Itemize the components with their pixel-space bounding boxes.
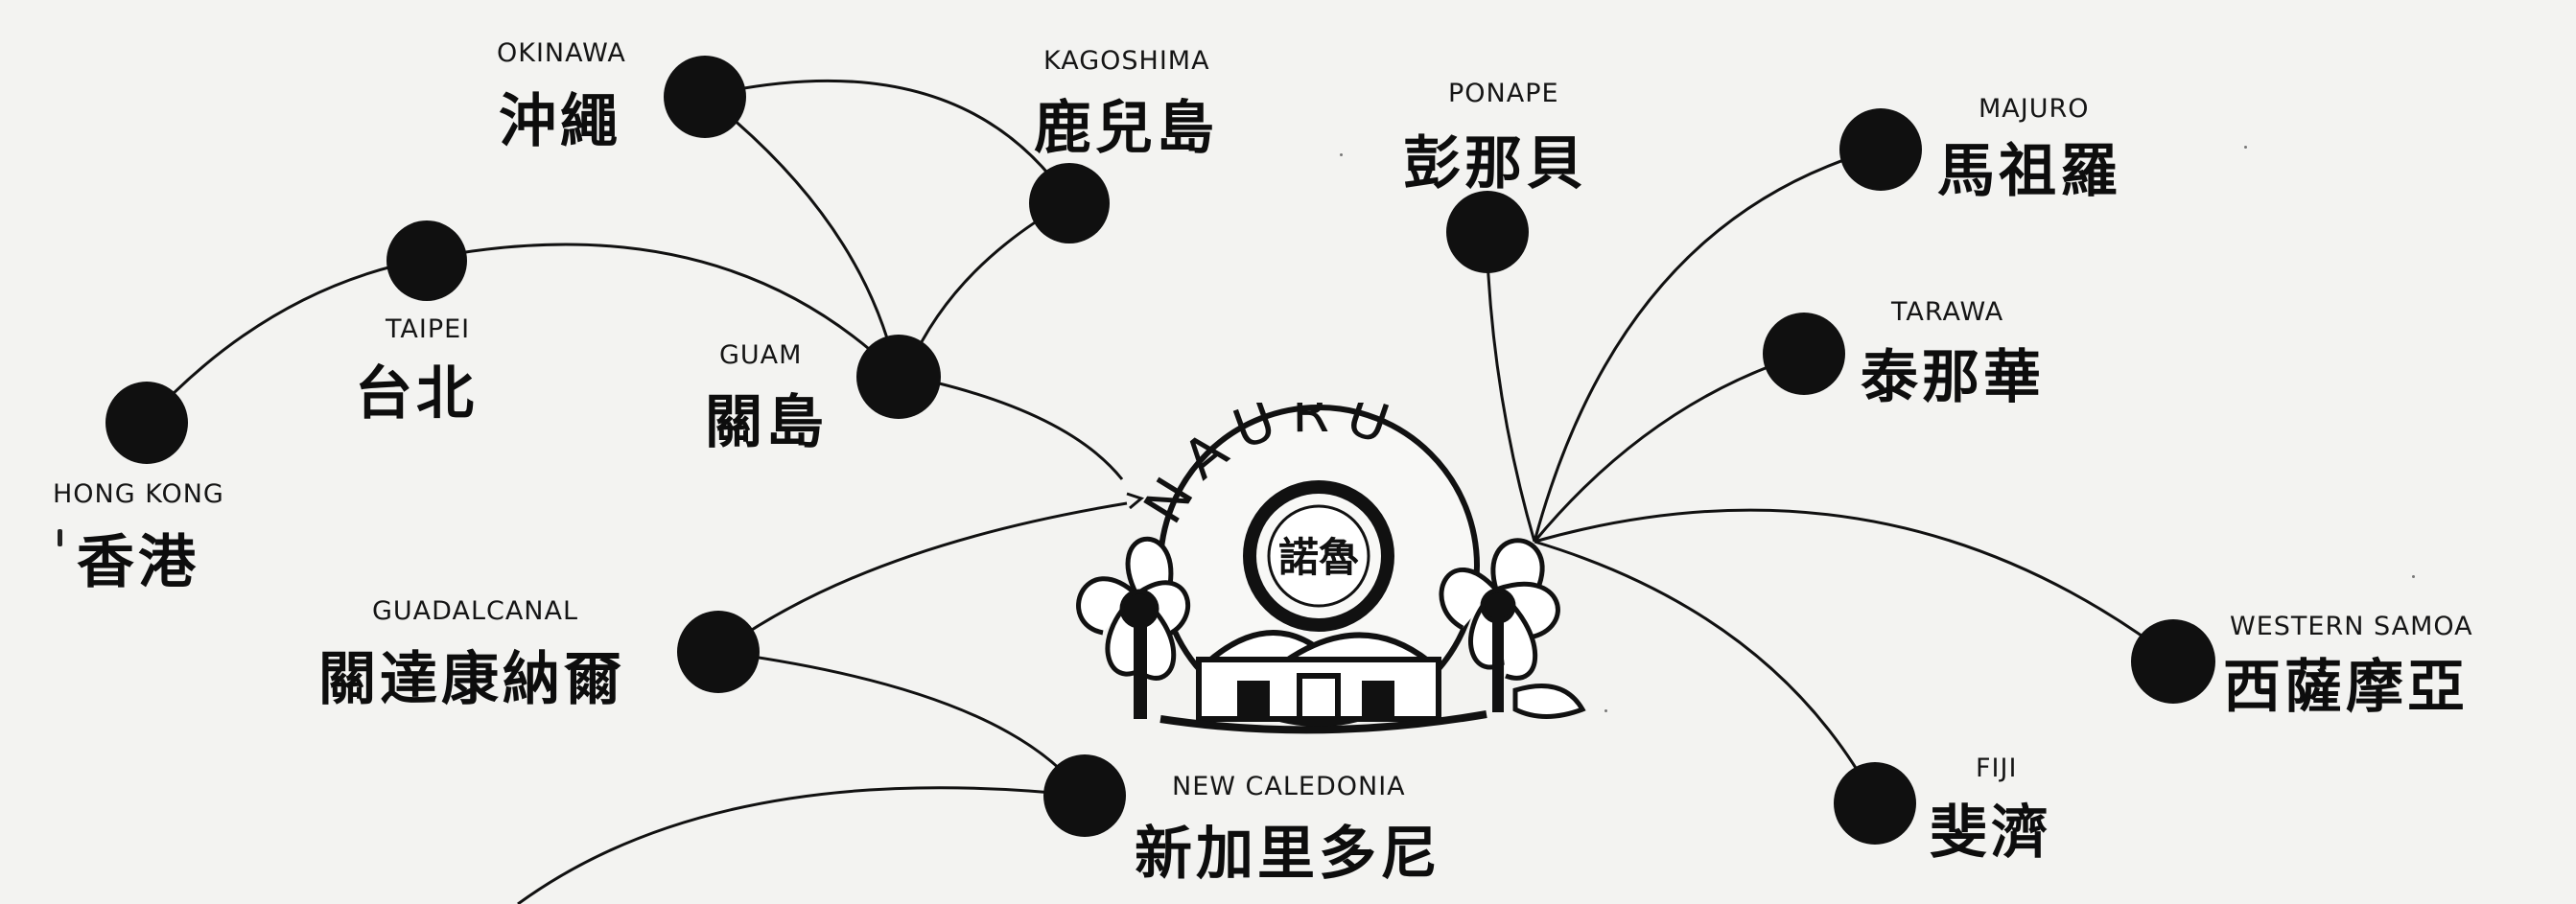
label-zh-okinawa: 沖繩: [499, 88, 621, 155]
hub-name-zh: 諾魯: [1278, 534, 1359, 581]
label-en-western-samoa: WESTERN SAMOA: [2230, 612, 2473, 641]
label-zh-fiji: 斐濟: [1930, 800, 2052, 867]
label-en-taipei: TAIPEI: [386, 314, 471, 344]
label-zh-new-caledonia: 新加里多尼: [1135, 821, 1441, 888]
hut-roof-right: [1283, 632, 1431, 664]
dot-hong-kong[interactable]: [105, 382, 188, 464]
label-en-majuro: MAJURO: [1979, 94, 2090, 124]
label-en-tarawa: TARAWA: [1891, 297, 2004, 327]
dot-okinawa[interactable]: [664, 56, 746, 138]
label-zh-hong-kong: 香港: [77, 529, 199, 596]
dot-guam[interactable]: [856, 335, 941, 419]
scan-speck: [58, 529, 62, 546]
scan-speck: [2244, 146, 2247, 149]
label-zh-majuro: 馬祖羅: [1937, 138, 2121, 205]
route-newcaledonia-south: [517, 786, 1085, 904]
label-zh-ponape: 彭那貝: [1403, 130, 1587, 197]
route-nauru-tarawa: [1533, 353, 1804, 543]
route-nauru-samoa: [1534, 508, 2178, 663]
label-en-new-caledonia: NEW CALEDONIA: [1172, 772, 1406, 801]
dot-taipei[interactable]: [386, 220, 467, 301]
label-zh-guam: 關島: [705, 389, 828, 456]
palm-right: [1439, 538, 1586, 719]
label-en-hong-kong: HONG KONG: [53, 479, 224, 509]
hut-body: [1196, 657, 1441, 722]
label-en-kagoshima: KAGOSHIMA: [1043, 46, 1210, 76]
label-zh-western-samoa: 西薩摩亞: [2223, 654, 2469, 721]
route-hongkong-taipei: [144, 257, 428, 424]
label-zh-kagoshima: 鹿兒島: [1034, 95, 1218, 162]
label-en-ponape: PONAPE: [1448, 79, 1559, 108]
label-zh-guadalcanal: 關達康納爾: [318, 646, 625, 713]
route-nauru-ponape: [1485, 234, 1536, 543]
route-guadalcanal-nauru: [718, 501, 1128, 654]
palm-left: [1076, 536, 1190, 719]
label-zh-tarawa: 泰那華: [1861, 344, 2045, 411]
scan-speck: [1340, 153, 1343, 156]
label-en-okinawa: OKINAWA: [497, 38, 626, 68]
label-zh-taipei: 台北: [355, 360, 478, 428]
label-en-fiji: FIJI: [1976, 753, 2018, 783]
route-okinawa-guam: [704, 94, 899, 375]
dot-majuro[interactable]: [1839, 108, 1922, 191]
scan-speck: [2412, 575, 2415, 578]
route-okinawa-kagoshima: [704, 79, 1071, 202]
dot-fiji[interactable]: [1834, 762, 1916, 845]
dot-tarawa[interactable]: [1763, 313, 1845, 395]
dot-ponape[interactable]: [1446, 191, 1529, 273]
dot-guadalcanal[interactable]: [677, 611, 760, 693]
arrow-mark: [1126, 492, 1145, 510]
dot-new-caledonia[interactable]: [1043, 754, 1126, 837]
scan-speck: [1604, 709, 1607, 712]
route-nauru-fiji: [1534, 540, 1877, 801]
label-en-guam: GUAM: [719, 340, 803, 370]
nauru-emblem: NAURU 諾魯: [1076, 403, 1586, 734]
dot-kagoshima[interactable]: [1029, 163, 1110, 243]
dot-western-samoa[interactable]: [2131, 619, 2215, 704]
route-guadalcanal-newcaledonia: [718, 650, 1086, 797]
label-en-guadalcanal: GUADALCANAL: [372, 596, 579, 626]
route-nauru-majuro: [1533, 147, 1881, 543]
route-taipei-guam: [426, 243, 899, 376]
